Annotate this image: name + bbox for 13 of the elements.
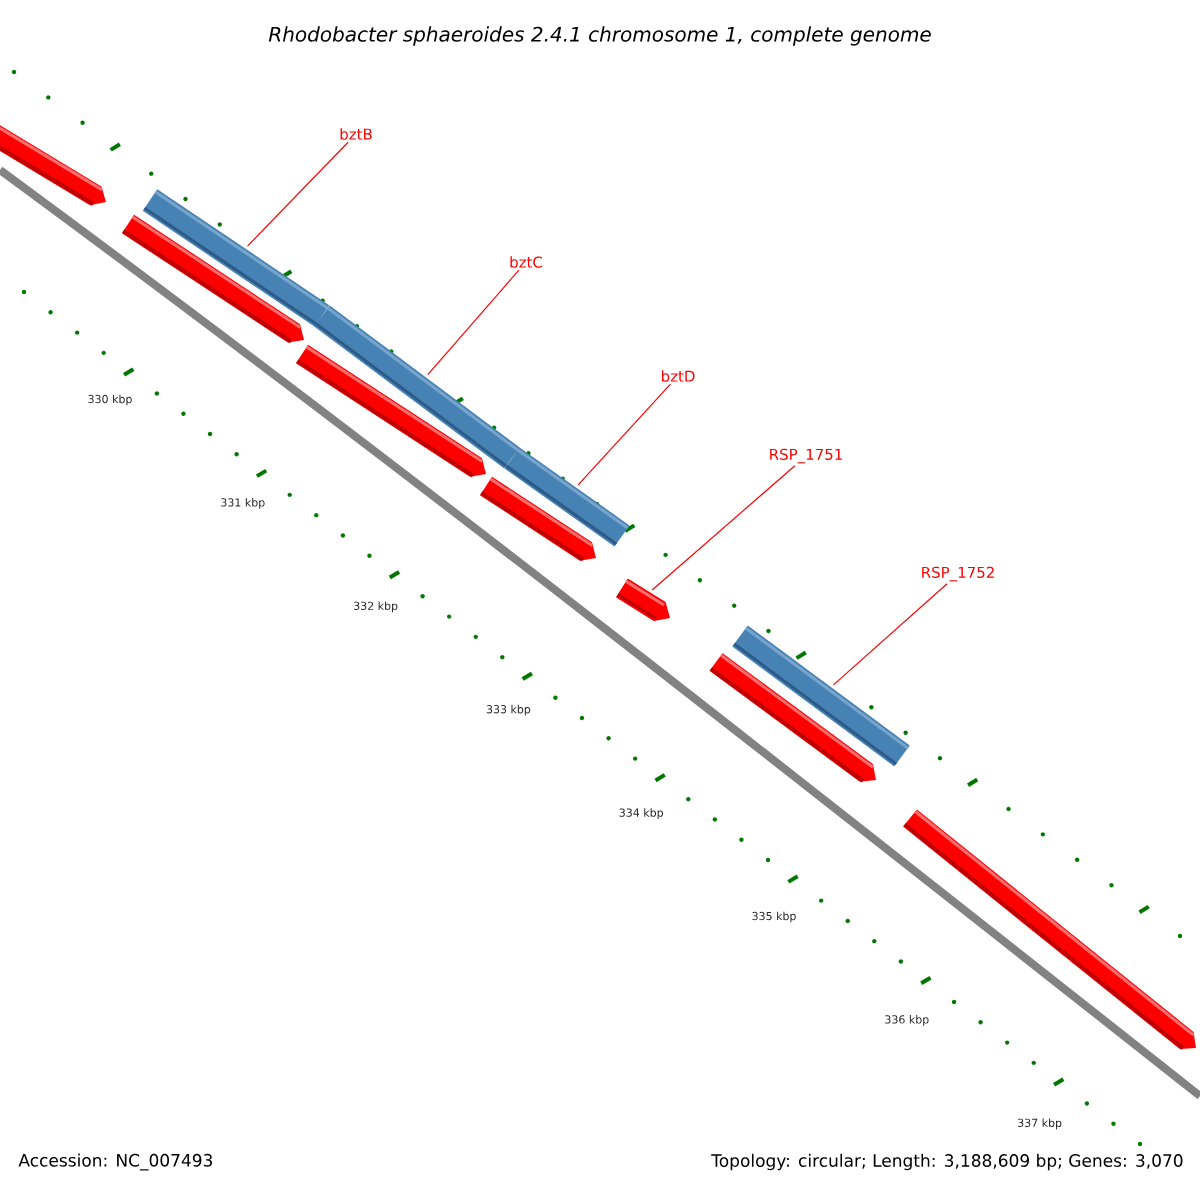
- footer-text: Accession: NC_007493: [18, 1153, 212, 1171]
- leader-line: [427, 269, 520, 376]
- footer-text: Topology: circular; Length: 3,188,609 bp; Genes: 3,070: [711, 1153, 1183, 1171]
- gene-bar: [314, 305, 520, 469]
- gene-bar: [142, 189, 330, 327]
- gene-bar: [504, 447, 630, 547]
- leader-line: [651, 465, 796, 591]
- gene-bar: [732, 625, 910, 767]
- leader-line: [246, 141, 349, 247]
- title: Rhodobacter sphaeroides 2.4.1 chromosome 1, complete genome: [268, 26, 931, 46]
- gene-bar: [616, 578, 670, 621]
- leader-line: [577, 383, 672, 486]
- leader-line: [832, 583, 948, 686]
